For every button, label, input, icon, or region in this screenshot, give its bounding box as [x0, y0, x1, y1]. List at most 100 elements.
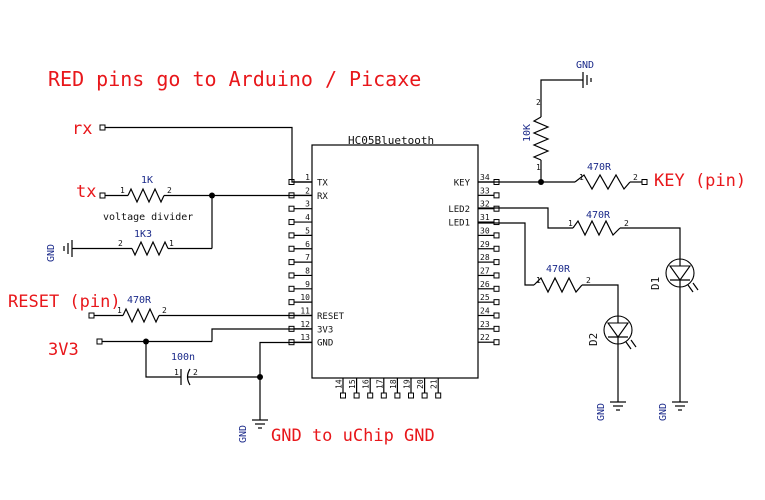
chip-pin-number: 14 [335, 379, 344, 389]
chip-pin-number: 19 [403, 379, 412, 389]
resistor-led2-pin2: 2 [624, 219, 629, 228]
chip-pin-number: 3 [305, 200, 310, 209]
chip-bottom-pin-terminal [421, 392, 428, 399]
capacitor-value: 100n [171, 352, 195, 363]
led-d2-symbol [603, 315, 637, 350]
chip-right-pin-terminal [493, 219, 500, 226]
chip-bottom-pin-terminal [394, 392, 401, 399]
chip-pin-number: 4 [305, 213, 310, 222]
chip-right-pin-terminal [493, 339, 500, 346]
resistor-reset-value: 470R [127, 295, 152, 306]
chip-left-pin-terminal [288, 205, 295, 212]
resistor-key-value: 470R [587, 162, 612, 173]
resistor-470r-led2-symbol [572, 219, 621, 237]
resistor-1k3-pin1: 1 [169, 239, 174, 248]
led1-to-d2-wire [582, 284, 619, 316]
cap-wire [145, 341, 181, 378]
resistor-470r-reset-symbol [122, 307, 160, 324]
resistor-10k-value: 10K [522, 124, 533, 142]
gnd-label: GND [596, 403, 607, 421]
chip-pin-number: 24 [480, 307, 490, 316]
led2-wire [478, 207, 573, 229]
ground-symbol [672, 401, 688, 411]
led-d1-symbol [665, 258, 699, 293]
chip-pin-number: 31 [480, 213, 490, 222]
chip-pin-number: 6 [305, 240, 310, 249]
ground-symbol [252, 419, 268, 429]
resistor-reset-pin1: 1 [117, 306, 122, 315]
gnd-note: GND to uChip GND [271, 426, 435, 446]
led2-to-d1-wire [620, 227, 681, 261]
chip-pin-number: 25 [480, 293, 490, 302]
hc05-module-body [311, 144, 479, 379]
chip-pin-number: 23 [480, 320, 490, 329]
chip-pin-number: 15 [348, 379, 357, 389]
chip-pin-number: 2 [305, 186, 310, 195]
chip-right-pin-terminal [493, 245, 500, 252]
resistor-1k-pin1: 1 [120, 186, 125, 195]
resistor-470r-key-symbol [574, 173, 631, 191]
v33-terminal [96, 338, 103, 345]
chip-pin-number: 21 [430, 379, 439, 389]
resistor-1k-pin2: 2 [167, 186, 172, 195]
resistor-470r-led1-symbol [533, 276, 583, 294]
chip-pin-number: 12 [300, 320, 310, 329]
gnd-label: GND [658, 403, 669, 421]
chip-bottom-pin-terminal [435, 392, 442, 399]
chip-pin-label: RESET [317, 312, 345, 322]
rx-signal-label: rx [72, 119, 92, 139]
key-signal-label: KEY (pin) [654, 171, 746, 191]
resistor-led1-pin1: 1 [536, 276, 541, 285]
chip-pin-number: 1 [305, 173, 310, 182]
resistor-10k-pin1: 1 [536, 163, 541, 172]
gnd-label: GND [576, 60, 594, 71]
chip-left-pin-terminal [288, 272, 295, 279]
resistor-reset-pin2: 2 [162, 306, 167, 315]
chip-pin-number: 10 [300, 293, 310, 302]
chip-pin-label: LED2 [448, 205, 470, 215]
chip-pin-number: 9 [305, 280, 310, 289]
led-d1-ref: D1 [649, 277, 662, 290]
chip-pin-number: 17 [375, 379, 384, 389]
reset-terminal [88, 312, 95, 319]
voltage-divider-label: voltage divider [103, 212, 193, 223]
chip-right-pin-terminal [493, 299, 500, 306]
chip-pin-number: 20 [416, 379, 425, 389]
chip-left-pin-terminal [288, 299, 295, 306]
chip-pin-number: 22 [480, 333, 490, 342]
resistor-1k-symbol [127, 187, 165, 204]
resistor-10k-symbol [532, 116, 550, 161]
chip-bottom-pin-terminal [380, 392, 387, 399]
chip-right-pin-terminal [493, 272, 500, 279]
v33-to-chip-wire [211, 328, 312, 342]
chip-pin-number: 11 [300, 307, 310, 316]
tx-terminal [99, 192, 106, 199]
resistor-key-pin2: 2 [633, 173, 638, 182]
chip-pin-number: 30 [480, 226, 490, 235]
pullup-gnd-wire [540, 79, 583, 117]
chip-name: HC05Bluetooth [348, 134, 434, 147]
chip-left-pin-terminal [288, 245, 295, 252]
chip-right-pin-terminal [493, 259, 500, 266]
chip-pin-number: 8 [305, 266, 310, 275]
capacitor-pin1: 1 [174, 368, 179, 377]
chip-bottom-pin-terminal [353, 392, 360, 399]
resistor-led2-value: 470R [586, 210, 611, 221]
chip-pin-number: 32 [480, 200, 490, 209]
ground-symbol [582, 72, 592, 88]
resistor-1k-value: 1K [141, 175, 153, 186]
chip-right-pin-terminal [493, 325, 500, 332]
chip-pin-number: 28 [480, 253, 490, 262]
reset-signal-label: RESET (pin) [8, 292, 121, 312]
chip-right-pin-terminal [493, 232, 500, 239]
chip-pin-label: GND [317, 339, 333, 349]
gnd-label: GND [46, 244, 57, 262]
key-terminal [641, 179, 648, 185]
chip-right-pin-terminal [493, 312, 500, 319]
chip-pin-label: TX [317, 179, 328, 189]
resistor-led1-value: 470R [546, 264, 571, 275]
chip-pin-number: 34 [480, 173, 490, 182]
